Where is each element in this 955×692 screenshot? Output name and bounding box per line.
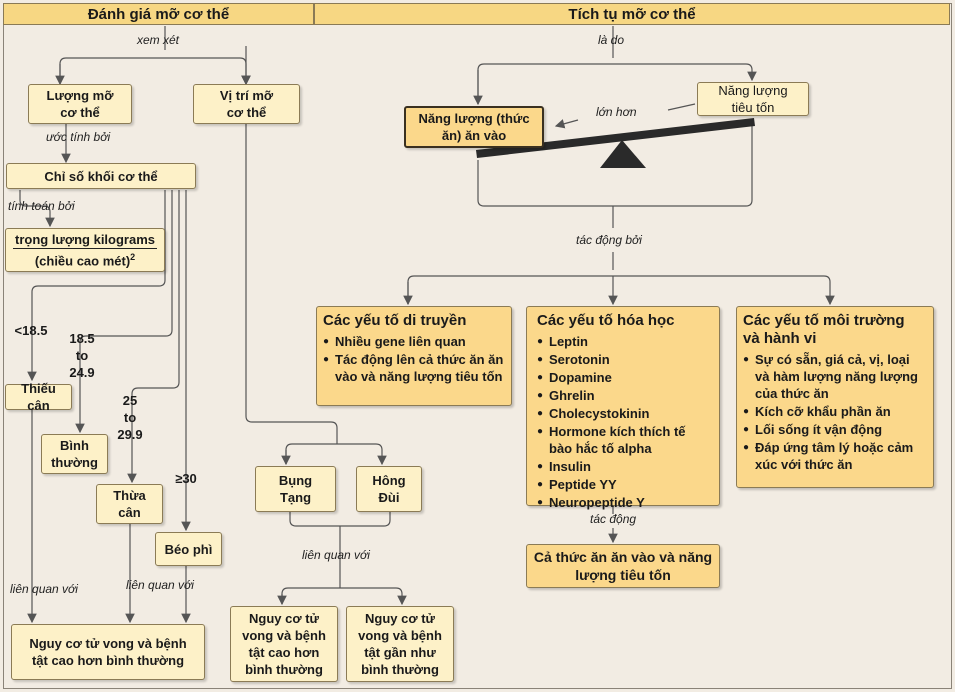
box-genetic-factors: Các yếu tố di truyền Nhiều gene liên qua… — [316, 306, 512, 406]
header-right: Tích tụ mỡ cơ thể — [314, 3, 950, 25]
label-tinh-toan-boi: tính toán bởi — [8, 199, 75, 213]
box-hong-dui: Hông Đùi — [356, 466, 422, 512]
chemical-item: Ghrelin — [537, 387, 709, 404]
box-nguy-co-cao: Nguy cơ tử vong và bệnh tật cao hơn bình… — [11, 624, 205, 680]
label-lien-quan-voi-mid: liên quan với — [126, 578, 194, 592]
box-chemical-factors: Các yếu tố hóa học Leptin Serotonin Dopa… — [526, 306, 720, 511]
box-vi-tri-mo: Vị trí mỡ cơ thể — [193, 84, 300, 124]
label-uoc-tinh-boi: ước tính bởi — [46, 130, 111, 144]
chemical-item: Peptide YY — [537, 476, 709, 493]
box-nguy-co-cao-2: Nguy cơ tử vong và bệnh tật cao hơn bình… — [230, 606, 338, 682]
chemical-item: Hormone kích thích tế bào hắc tố alpha — [537, 423, 709, 457]
chemical-item: Leptin — [537, 333, 709, 350]
label-lon-hon: lớn hơn — [596, 105, 637, 119]
scale-fulcrum — [600, 140, 646, 168]
range-over-30: ≥30 — [175, 471, 197, 486]
chemical-list: Leptin Serotonin Dopamine Ghrelin Cholec… — [537, 333, 709, 511]
formula-exponent: 2 — [130, 251, 136, 262]
box-beo-phi: Béo phì — [155, 532, 222, 566]
range-under-18: <18.5 — [14, 323, 48, 338]
environment-item: Sự có sẵn, giá cả, vị, loại và hàm lượng… — [743, 351, 927, 402]
environment-title: Các yếu tố môi trường và hành vi — [743, 312, 905, 347]
box-nang-luong-an: Năng lượng (thức ăn) ăn vào — [404, 106, 544, 148]
environment-list: Sự có sẵn, giá cả, vị, loại và hàm lượng… — [743, 351, 927, 473]
box-thieu-can: Thiếu cân — [5, 381, 72, 413]
chemical-item: Dopamine — [537, 369, 709, 386]
range-25-29: 25 to 29.9 — [117, 393, 143, 442]
environment-item: Đáp ứng tâm lý hoặc cảm xúc với thức ăn — [743, 439, 927, 473]
chemical-item: Serotonin — [537, 351, 709, 368]
chemical-title: Các yếu tố hóa học — [537, 312, 675, 329]
box-nang-luong-tieu: Năng lượng tiêu tốn — [697, 82, 809, 116]
box-thua-can: Thừa cân — [96, 484, 163, 524]
environment-item: Kích cỡ khẩu phần ăn — [743, 403, 927, 420]
genetic-title: Các yếu tố di truyền — [323, 312, 467, 329]
chemical-item: Cholecystokinin — [537, 405, 709, 422]
label-lien-quan-voi-left: liên quan với — [10, 582, 78, 596]
box-nguy-co-gan: Nguy cơ tử vong và bệnh tật gần như bình… — [346, 606, 454, 682]
range-18-24: 18.5 to 24.9 — [69, 331, 95, 380]
chemical-item: Neuropeptide Y — [537, 494, 709, 511]
environment-item: Lối sống ít vận động — [743, 421, 927, 438]
formula-numerator: trọng lượng kilograms — [13, 231, 157, 249]
label-la-do: là do — [598, 33, 625, 47]
genetic-item: Nhiều gene liên quan — [323, 333, 505, 350]
box-environment-factors: Các yếu tố môi trường và hành vi Sự có s… — [736, 306, 934, 488]
formula-denominator-text: (chiều cao mét) — [34, 253, 131, 269]
box-binh-thuong: Bình thường — [41, 434, 108, 474]
genetic-item: Tác động lên cả thức ăn ăn vào và năng l… — [323, 351, 505, 385]
box-luong-mo: Lượng mỡ cơ thể — [28, 84, 132, 124]
box-bmi: Chỉ số khối cơ thể — [6, 163, 196, 189]
label-lien-quan-voi-center: liên quan với — [302, 548, 370, 562]
label-xem-xet: xem xét — [137, 33, 180, 47]
formula-denominator: (chiều cao mét)2 — [35, 249, 135, 269]
box-bung-tang: Bụng Tạng — [255, 466, 336, 512]
box-ca-thuc-an: Cả thức ăn ăn vào và năng lượng tiêu tốn — [526, 544, 720, 588]
box-formula: trọng lượng kilograms (chiều cao mét)2 — [5, 228, 165, 272]
label-tac-dong-boi: tác động bởi — [576, 233, 642, 247]
label-tac-dong: tác động — [590, 512, 637, 526]
header-left: Đánh giá mỡ cơ thể — [3, 3, 314, 25]
genetic-list: Nhiều gene liên quan Tác động lên cả thứ… — [323, 333, 505, 385]
chemical-item: Insulin — [537, 458, 709, 475]
scale-beam — [476, 118, 755, 158]
